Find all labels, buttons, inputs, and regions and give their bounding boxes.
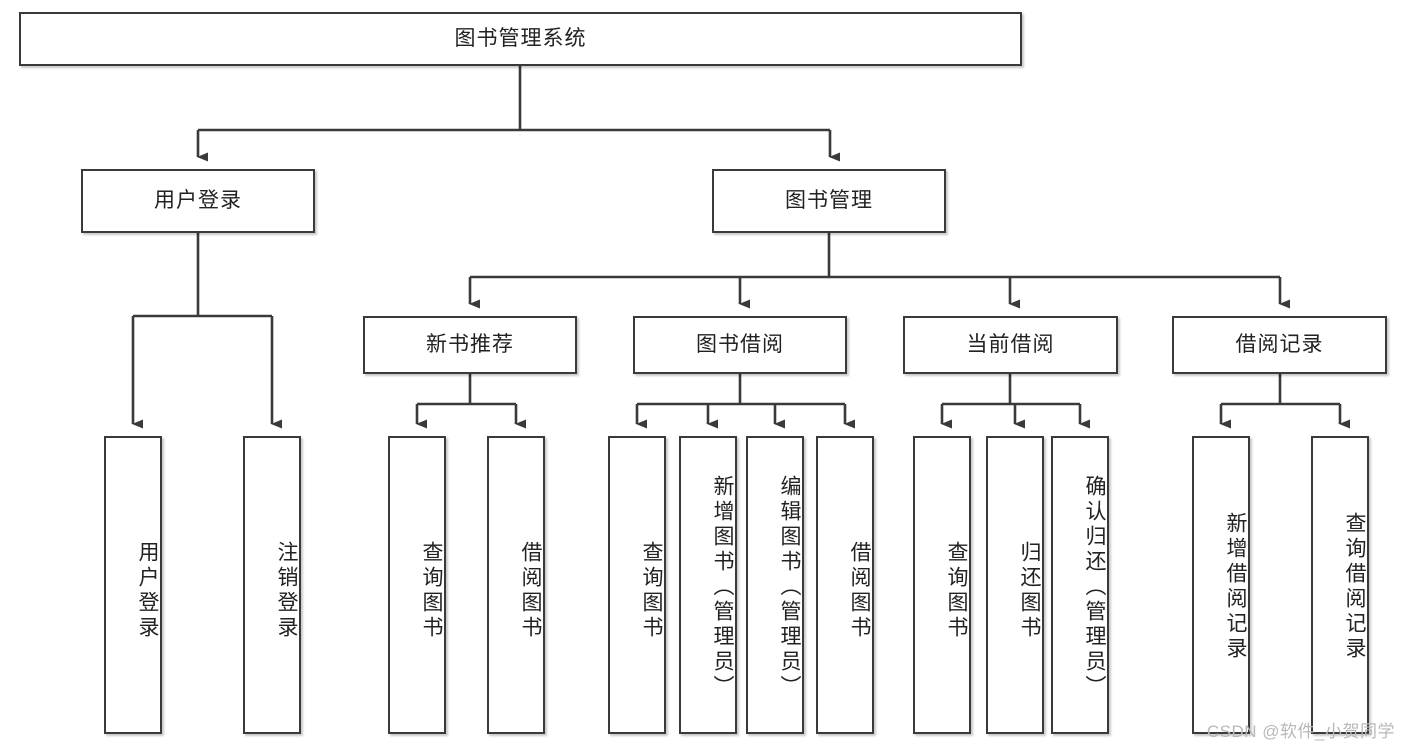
node-user-login-label: 用户登录 [154,189,242,213]
leaf-edit-book-admin-label: 编辑图书（管理员） [778,474,801,700]
node-borrow-record[interactable]: 借阅记录 [1172,316,1387,374]
leaf-query-book-current-label: 查询图书 [945,541,968,641]
node-root[interactable]: 图书管理系统 [19,12,1022,66]
node-new-book-recommend[interactable]: 新书推荐 [363,316,577,374]
leaf-query-book-newbook[interactable]: 查询图书 [388,436,446,734]
leaf-return-book-label: 归还图书 [1018,541,1041,641]
node-new-book-recommend-label: 新书推荐 [426,333,514,357]
node-current-borrow[interactable]: 当前借阅 [903,316,1118,374]
csdn-watermark: CSDN @软件_小贺同学 [1206,722,1395,741]
leaf-confirm-return-admin-label: 确认归还（管理员） [1083,474,1106,700]
leaf-edit-book-admin[interactable]: 编辑图书（管理员） [746,436,804,734]
node-book-borrow[interactable]: 图书借阅 [633,316,847,374]
leaf-add-book-admin[interactable]: 新增图书（管理员） [679,436,737,734]
node-book-borrow-label: 图书借阅 [696,333,784,357]
leaf-query-book-borrow-label: 查询图书 [640,541,663,641]
leaf-borrow-book-borrow[interactable]: 借阅图书 [816,436,874,734]
leaf-add-borrow-record-label: 新增借阅记录 [1224,512,1247,662]
leaf-borrow-book-newbook[interactable]: 借阅图书 [487,436,545,734]
leaf-borrow-book-newbook-label: 借阅图书 [519,541,542,641]
leaf-query-book-current[interactable]: 查询图书 [913,436,971,734]
node-current-borrow-label: 当前借阅 [966,333,1055,357]
leaf-query-book-newbook-label: 查询图书 [420,541,443,641]
leaf-logout-label: 注销登录 [275,541,298,641]
leaf-return-book[interactable]: 归还图书 [986,436,1044,734]
leaf-logout[interactable]: 注销登录 [243,436,301,734]
leaf-add-book-admin-label: 新增图书（管理员） [711,474,734,700]
leaf-user-login-label: 用户登录 [136,541,159,641]
node-user-login[interactable]: 用户登录 [81,169,315,233]
leaf-borrow-book-borrow-label: 借阅图书 [848,541,871,641]
node-book-management-label: 图书管理 [785,189,873,213]
leaf-query-borrow-record[interactable]: 查询借阅记录 [1311,436,1369,734]
leaf-query-book-borrow[interactable]: 查询图书 [608,436,666,734]
node-borrow-record-label: 借阅记录 [1235,333,1324,357]
node-book-management[interactable]: 图书管理 [712,169,946,233]
leaf-user-login[interactable]: 用户登录 [104,436,162,734]
leaf-confirm-return-admin[interactable]: 确认归还（管理员） [1051,436,1109,734]
node-root-label: 图书管理系统 [454,27,587,51]
leaf-add-borrow-record[interactable]: 新增借阅记录 [1192,436,1250,734]
leaf-query-borrow-record-label: 查询借阅记录 [1343,512,1366,662]
